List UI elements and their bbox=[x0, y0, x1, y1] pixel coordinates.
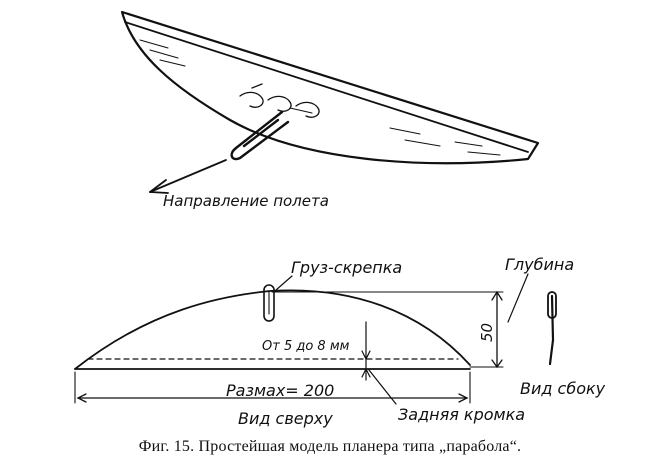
flight-direction-arrow bbox=[149, 159, 227, 194]
trailing-edge-leader bbox=[368, 369, 397, 405]
glider-diagram: Направление полета Груз-скрепка bbox=[74, 10, 606, 428]
figure-caption: Фиг. 15. Простейшая модель планера типа … bbox=[138, 438, 522, 455]
weight-clip-label: Груз-скрепка bbox=[291, 258, 402, 277]
depth-label: Глубина bbox=[505, 255, 574, 274]
flight-direction-label: Направление полета bbox=[163, 192, 329, 210]
span-label: Размах= 200 bbox=[226, 381, 334, 400]
depth-value-label: 50 bbox=[478, 323, 496, 342]
depth-leader bbox=[507, 273, 529, 323]
wing-shading bbox=[139, 39, 501, 156]
top-view bbox=[74, 273, 529, 405]
paper-clip-weight bbox=[230, 110, 290, 161]
side-view bbox=[547, 291, 557, 366]
offset-label: От 5 до 8 мм bbox=[262, 339, 350, 354]
wing-marking bbox=[239, 83, 320, 118]
top-view-clip bbox=[263, 284, 275, 322]
wing-straight-edge bbox=[124, 21, 529, 153]
side-view-label: Вид сбоку bbox=[520, 379, 606, 398]
side-view-profile bbox=[548, 294, 555, 366]
perspective-view bbox=[120, 10, 540, 194]
trailing-edge-label: Задняя кромка bbox=[398, 405, 525, 424]
clip-leader bbox=[275, 275, 293, 291]
top-view-label: Вид сверху bbox=[238, 409, 333, 428]
top-view-outline bbox=[74, 289, 471, 370]
